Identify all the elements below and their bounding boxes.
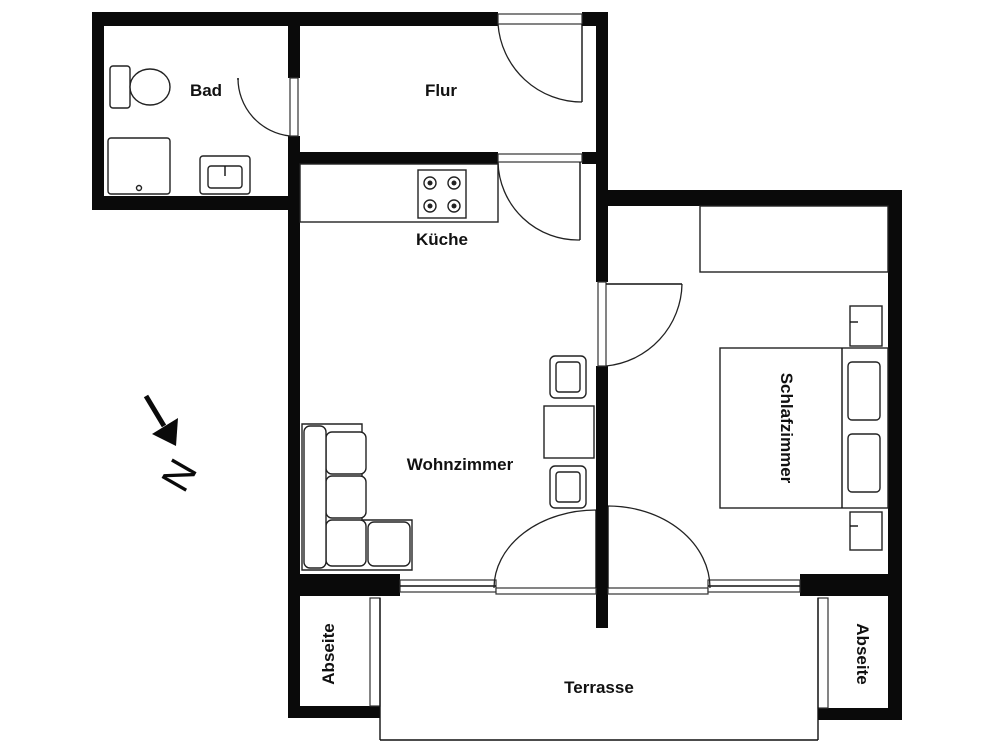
sofa-icon [301, 423, 413, 571]
label-bad: Bad [190, 81, 222, 100]
toilet-icon [109, 65, 171, 109]
wardrobe [699, 205, 889, 273]
compass-north-label: N [153, 452, 206, 499]
kitchen-counter [299, 163, 499, 223]
windows [289, 13, 829, 741]
nightstand-icon [849, 511, 883, 551]
label-kueche: Küche [416, 230, 468, 249]
label-abseite-right: Abseite [853, 623, 872, 684]
bed-icon [719, 347, 889, 509]
label-flur: Flur [425, 81, 457, 100]
sink-icon [199, 155, 251, 195]
chair-icon [549, 465, 587, 509]
label-wohnzimmer: Wohnzimmer [407, 455, 514, 474]
stove-icon [417, 169, 467, 219]
north-arrow-icon: N [143, 394, 206, 499]
abseite-walls [288, 596, 902, 720]
label-terrasse: Terrasse [564, 678, 634, 697]
shower-tray-icon [107, 137, 171, 195]
label-schlafzimmer: Schlafzimmer [777, 373, 796, 484]
bathroom-fixtures [107, 65, 251, 195]
label-abseite-left: Abseite [319, 623, 338, 684]
dining-set [543, 355, 595, 509]
nightstand-icon [849, 305, 883, 347]
room-labels: Bad Flur Küche Wohnzimmer Schlafzimmer T… [190, 81, 872, 697]
walls [92, 12, 902, 720]
table-icon [543, 405, 595, 459]
chair-icon [549, 355, 587, 399]
doors [237, 23, 711, 589]
